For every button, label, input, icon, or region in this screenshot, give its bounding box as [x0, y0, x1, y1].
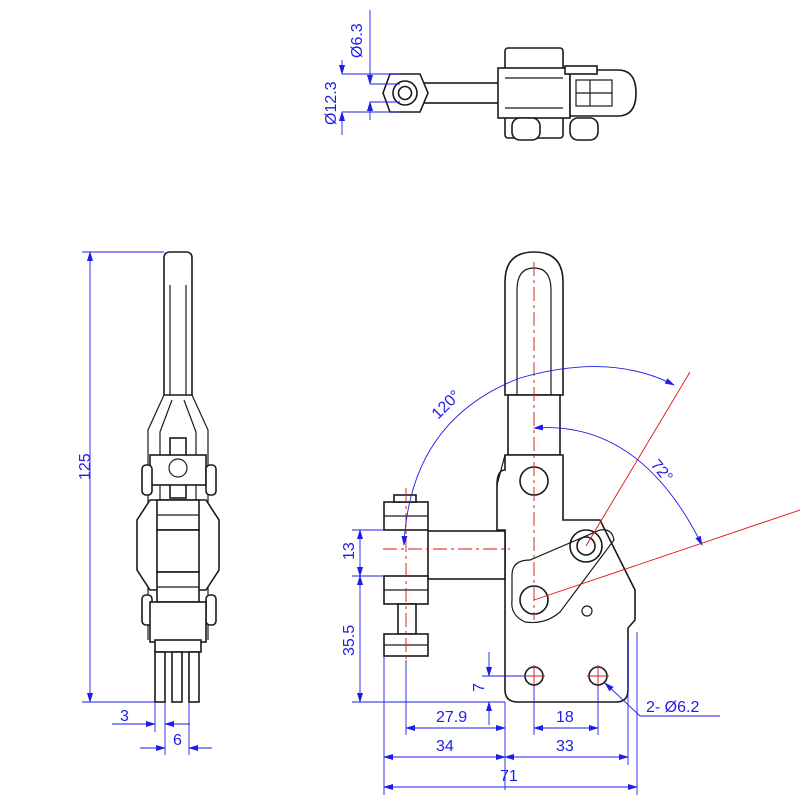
- dim-right-length: 33: [556, 738, 574, 755]
- dim-foot-gap: 6: [173, 732, 182, 749]
- side-foot-mid: [171, 651, 183, 703]
- side-view: 125 3 6: [77, 251, 220, 755]
- dim-spindle-height: 35.5: [341, 625, 358, 656]
- side-base-body: [149, 601, 207, 643]
- side-foot-right: [188, 651, 200, 703]
- dim-hole-spacing: 18: [556, 709, 574, 726]
- side-pivot-block: [149, 454, 207, 486]
- top-roller-cap: [564, 65, 598, 75]
- dim-hole-height: 7: [471, 683, 488, 692]
- dim-bar-opening-angle: 72°: [647, 457, 676, 486]
- front-link-plate: [511, 529, 615, 624]
- dim-nut-width: Ø12.3: [323, 81, 340, 125]
- front-bolt-top: [393, 494, 417, 503]
- top-body-plate: [497, 67, 571, 119]
- dim-left-length: 34: [436, 738, 454, 755]
- front-body: [496, 454, 636, 703]
- dim-spindle-offset: 13: [341, 542, 358, 560]
- dim-bolt-thread: Ø6.3: [349, 23, 366, 58]
- front-small-hole: [581, 605, 593, 617]
- front-bolt-shank: [397, 603, 417, 635]
- top-roller-left: [511, 117, 541, 141]
- side-base-foot: [154, 639, 202, 653]
- top-bolt: [397, 85, 413, 101]
- dim-overall-length: 71: [500, 768, 518, 785]
- front-arm-bar: [427, 530, 506, 580]
- top-roller-right: [569, 117, 599, 141]
- side-handle-grip: [163, 251, 193, 396]
- dim-mount-holes: 2- Ø6.2: [646, 699, 699, 716]
- dim-overall-height: 125: [77, 453, 94, 480]
- dim-handle-angle: 120°: [429, 387, 464, 422]
- side-spindle-block: [156, 529, 200, 573]
- front-view: 120° 72° 13 35.5 7 27.9 18: [341, 251, 800, 795]
- side-foot-left: [154, 651, 166, 703]
- top-view: Ø6.3 Ø12.3: [323, 10, 637, 141]
- dim-foot-thickness: 3: [120, 708, 129, 725]
- dim-spindle-to-base: 27.9: [436, 709, 467, 726]
